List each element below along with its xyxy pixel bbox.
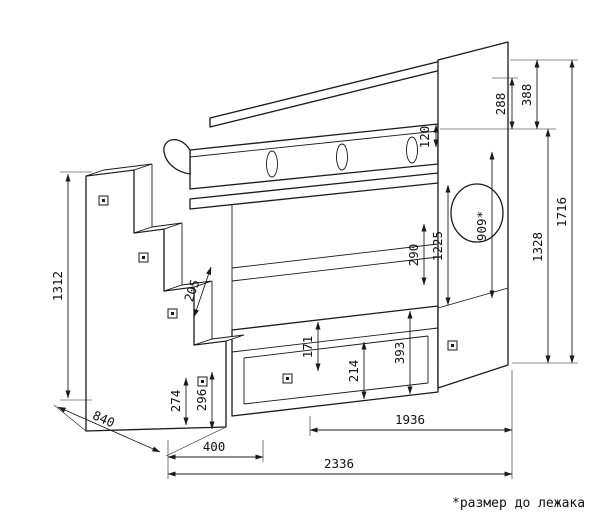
rail-slot-1 (266, 150, 278, 178)
drawer-unit (231, 305, 439, 417)
handles (98, 195, 458, 387)
dimension-lines (57, 59, 575, 477)
dim-label-1225: 1225 (430, 231, 445, 261)
dim-label-393: 393 (392, 342, 407, 365)
dim-label-388: 388 (519, 84, 534, 107)
dim-label-2336: 2336 (324, 456, 354, 471)
dim-label-1312: 1312 (50, 271, 65, 301)
stair-drawer-handle-3[interactable] (167, 308, 178, 319)
stair-drawer-handle-1[interactable] (98, 195, 109, 206)
dim-label-1328: 1328 (530, 232, 545, 262)
dim-label-274: 274 (168, 390, 183, 413)
dim-label-1936: 1936 (395, 412, 425, 427)
dim-label-400: 400 (203, 439, 226, 454)
rail-slot-2 (336, 143, 348, 171)
stair-drawer-handle-2[interactable] (138, 252, 149, 263)
dim-label-296: 296 (194, 389, 209, 412)
stair-drawers (85, 163, 245, 432)
stair-tread-4 (193, 334, 245, 346)
dim-label-1716: 1716 (554, 197, 569, 227)
bed-body (163, 41, 509, 417)
dim-label-171: 171 (300, 336, 315, 359)
headboard-curve (163, 139, 191, 175)
stair-back-edges (151, 164, 213, 339)
front-guard-rail (189, 123, 439, 190)
dim-label-205: 205 (181, 277, 203, 303)
dim-label-290: 290 (406, 244, 421, 267)
dim-label-214: 214 (346, 360, 361, 383)
dim-label-288: 288 (493, 93, 508, 116)
dimension-labels: 1312 274 296 205 840 400 1936 2336 171 2… (50, 84, 569, 471)
dim-label-909: 909* (474, 211, 489, 241)
footnote: *размер до лежака (452, 496, 585, 511)
upper-platform (189, 172, 439, 210)
rail-slot-3 (406, 136, 418, 164)
front-drawer-handle[interactable] (282, 373, 293, 384)
dim-label-120: 120 (417, 126, 432, 149)
end-drawer-handle[interactable] (447, 340, 458, 351)
stair-drawer-handle-4[interactable] (197, 376, 208, 387)
middle-shelf (231, 243, 439, 282)
